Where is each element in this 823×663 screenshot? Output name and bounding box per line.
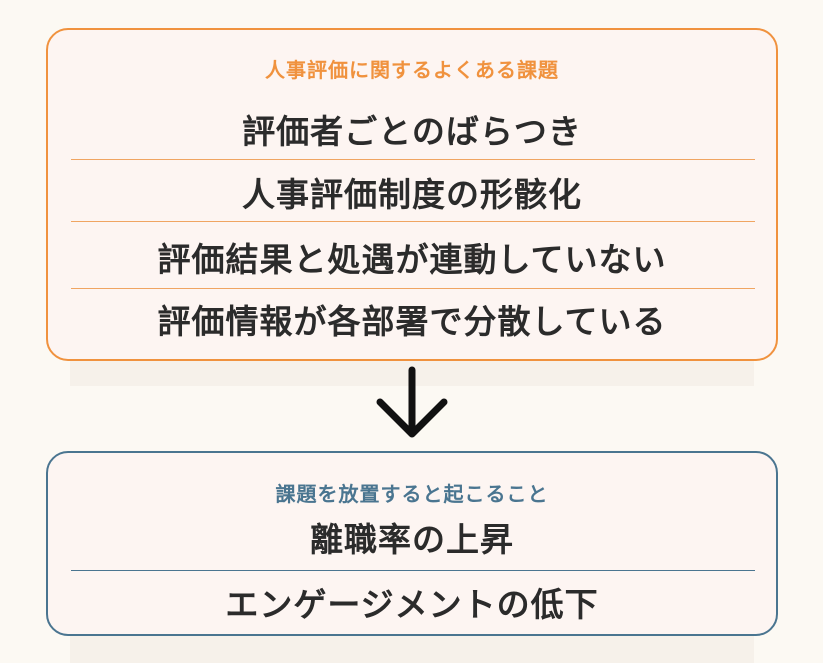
issue-item: 評価結果と処遇が連動していない bbox=[157, 240, 667, 279]
consequence-item: エンゲージメントの低下 bbox=[225, 585, 599, 624]
arrow-down-icon bbox=[376, 366, 448, 438]
issue-item: 評価者ごとのばらつき bbox=[242, 112, 582, 151]
consequences-panel-title: 課題を放置すると起こること bbox=[275, 482, 549, 506]
issues-panel: 人事評価に関するよくある課題 評価者ごとのばらつき 人事評価制度の形骸化 評価結… bbox=[46, 28, 778, 361]
issue-divider bbox=[71, 221, 755, 222]
consequence-item: 離職率の上昇 bbox=[310, 520, 514, 559]
issue-divider bbox=[71, 159, 755, 160]
issues-panel-title: 人事評価に関するよくある課題 bbox=[265, 58, 559, 82]
issue-item: 評価情報が各部署で分散している bbox=[157, 302, 667, 341]
consequence-divider bbox=[71, 570, 755, 571]
issue-item: 人事評価制度の形骸化 bbox=[242, 175, 582, 214]
issue-divider bbox=[71, 288, 755, 289]
consequences-panel: 課題を放置すると起こること 離職率の上昇 エンゲージメントの低下 bbox=[46, 451, 778, 636]
